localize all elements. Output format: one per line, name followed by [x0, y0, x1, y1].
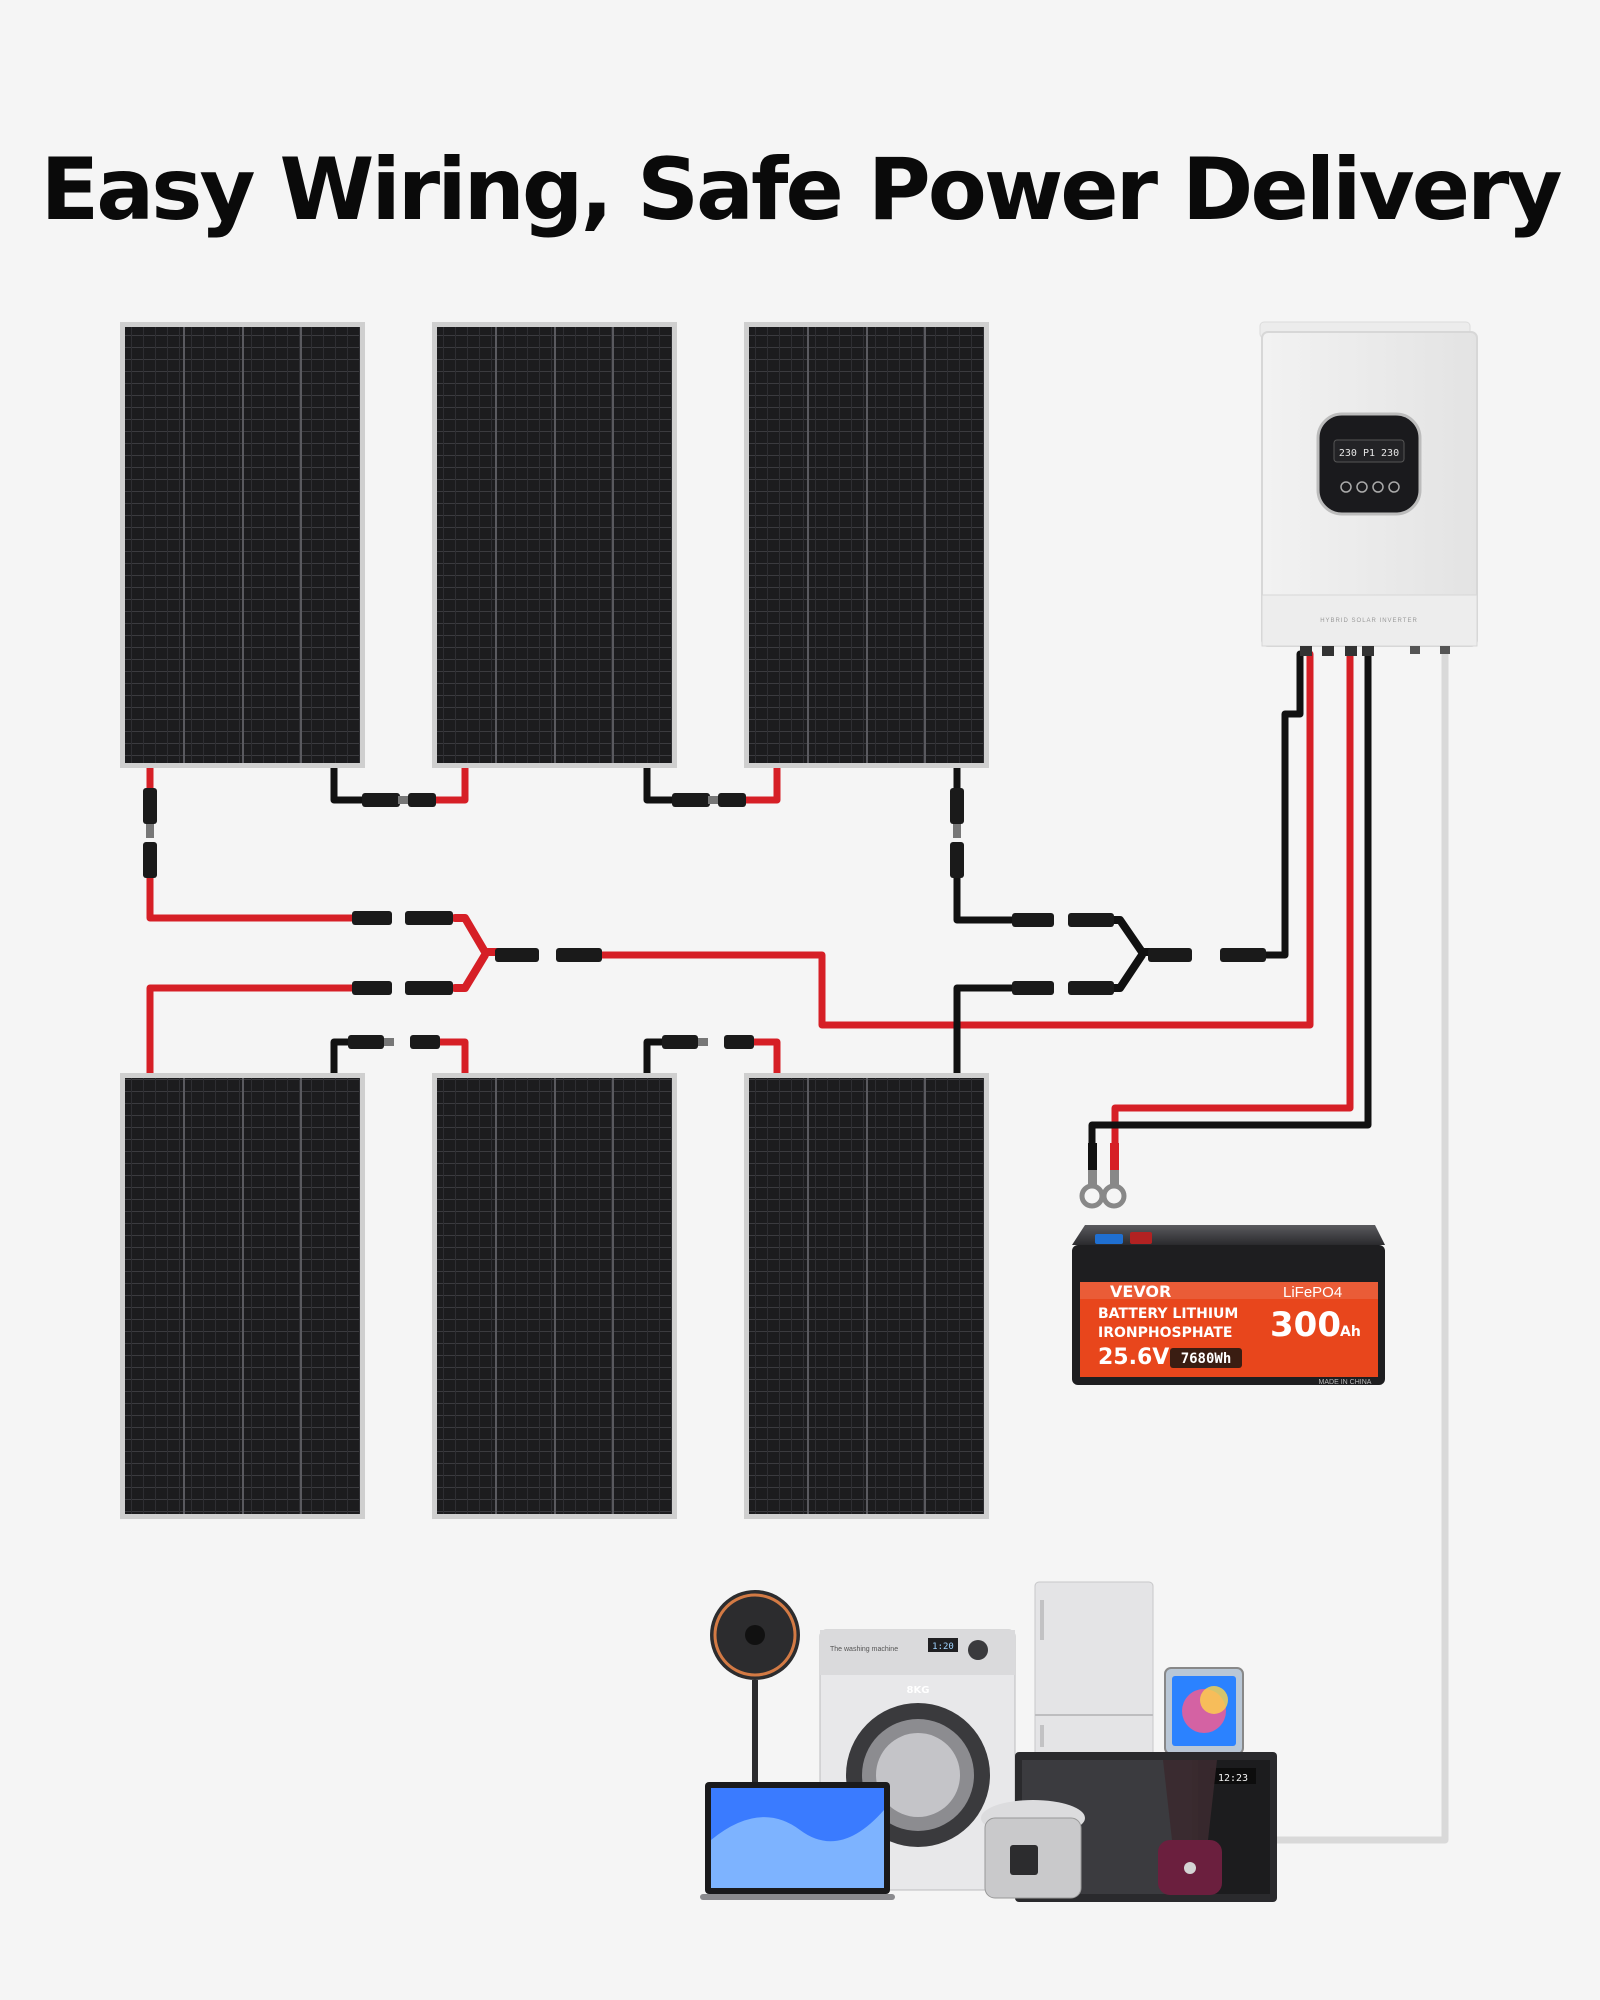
battery-brand: VEVOR [1110, 1282, 1171, 1301]
washer-capacity: 8KG [907, 1685, 930, 1696]
wire-black-y-combiner [1108, 916, 1154, 992]
battery-voltage: 25.6V [1098, 1345, 1169, 1370]
ac-output-cable [1216, 650, 1449, 1844]
hybrid-inverter: 230 P1 230 HYBRID SOLAR INVERTER [1259, 321, 1478, 656]
wire-black-main [1261, 650, 1304, 959]
pressure-cooker [981, 1800, 1085, 1899]
mc4-connector-left-v [143, 788, 157, 878]
wire-top-1-neg [330, 764, 369, 804]
battery-ring-terminals [1079, 1143, 1127, 1209]
mc4-connector-top-1 [362, 793, 436, 807]
wire-red-main [596, 650, 1314, 1029]
solar-panel-bottom-2 [432, 1073, 677, 1519]
mc4-connector-right-v [950, 788, 964, 878]
battery-origin: MADE IN CHINA [1319, 1379, 1372, 1386]
solar-panel-bottom-1 [120, 1073, 365, 1519]
tablet [1164, 1667, 1244, 1755]
household-appliances: The washing machine 1:20 8KG 12:23 [700, 1581, 1277, 1902]
battery-line-1: BATTERY LITHIUM [1098, 1306, 1238, 1322]
dc-wiring [146, 650, 1449, 1844]
wire-top-2-pos [428, 764, 469, 804]
mc4-y-red-in-1 [352, 911, 453, 925]
mc4-connector-bot-1 [348, 1035, 440, 1049]
blender [1158, 1760, 1222, 1895]
solar-array-top-row [120, 322, 989, 768]
mc4-y-red-out [495, 948, 602, 962]
mc4-y-red-in-2 [352, 981, 453, 995]
wire-left-bot-pos [146, 984, 364, 1077]
solar-panel-top-3 [744, 322, 989, 768]
battery-capacity-unit: Ah [1340, 1324, 1361, 1340]
inverter-label: HYBRID SOLAR INVERTER [1320, 618, 1418, 624]
wire-battery-pos [1111, 650, 1354, 1149]
solar-panel-bottom-3 [744, 1073, 989, 1519]
mc4-y-black-in-1 [1012, 913, 1114, 927]
wire-top-2-neg [643, 764, 684, 804]
mc4-y-black-out [1148, 948, 1266, 962]
wire-battery-neg [1088, 650, 1372, 1149]
mc4-connector-bot-2 [662, 1035, 754, 1049]
headline: Easy Wiring, Safe Power Delivery [40, 140, 1562, 240]
wire-top-3-pos [741, 764, 781, 804]
mc4-y-black-in-2 [1012, 981, 1114, 995]
lifepo4-battery: VEVOR LiFePO4 BATTERY LITHIUM IRONPHOSPH… [1072, 1225, 1385, 1386]
wire-left-top-pos-run [146, 874, 364, 922]
refrigerator [1034, 1581, 1154, 1758]
solar-panel-top-2 [432, 322, 677, 768]
solar-array-bottom-row [120, 1073, 989, 1519]
mc4-connectors [143, 788, 1266, 1049]
standing-fan [710, 1590, 800, 1790]
inverter-screen-readout: 230 P1 230 [1339, 448, 1399, 459]
washer-display: 1:20 [932, 1642, 954, 1652]
wire-bot-3-pos [748, 1038, 781, 1077]
mc4-connector-top-2 [672, 793, 746, 807]
battery-capacity: 300 [1270, 1305, 1341, 1345]
inverter-button[interactable] [1388, 481, 1400, 493]
wire-right-top-neg-run [953, 874, 1019, 924]
battery-energy: 7680Wh [1181, 1351, 1232, 1367]
microwave-display: 12:23 [1218, 1773, 1248, 1784]
inverter-button[interactable] [1356, 481, 1368, 493]
inverter-button[interactable] [1340, 481, 1352, 493]
wire-bot-2-pos [436, 1038, 469, 1077]
laptop [700, 1782, 895, 1900]
battery-line-2: IRONPHOSPHATE [1098, 1325, 1232, 1341]
inverter-button[interactable] [1372, 481, 1384, 493]
solar-panel-top-1 [120, 322, 365, 768]
battery-chemistry: LiFePO4 [1283, 1284, 1342, 1301]
wire-right-bot-neg [953, 984, 1019, 1077]
wire-red-y-combiner [451, 914, 504, 992]
washer-label: The washing machine [830, 1646, 898, 1653]
